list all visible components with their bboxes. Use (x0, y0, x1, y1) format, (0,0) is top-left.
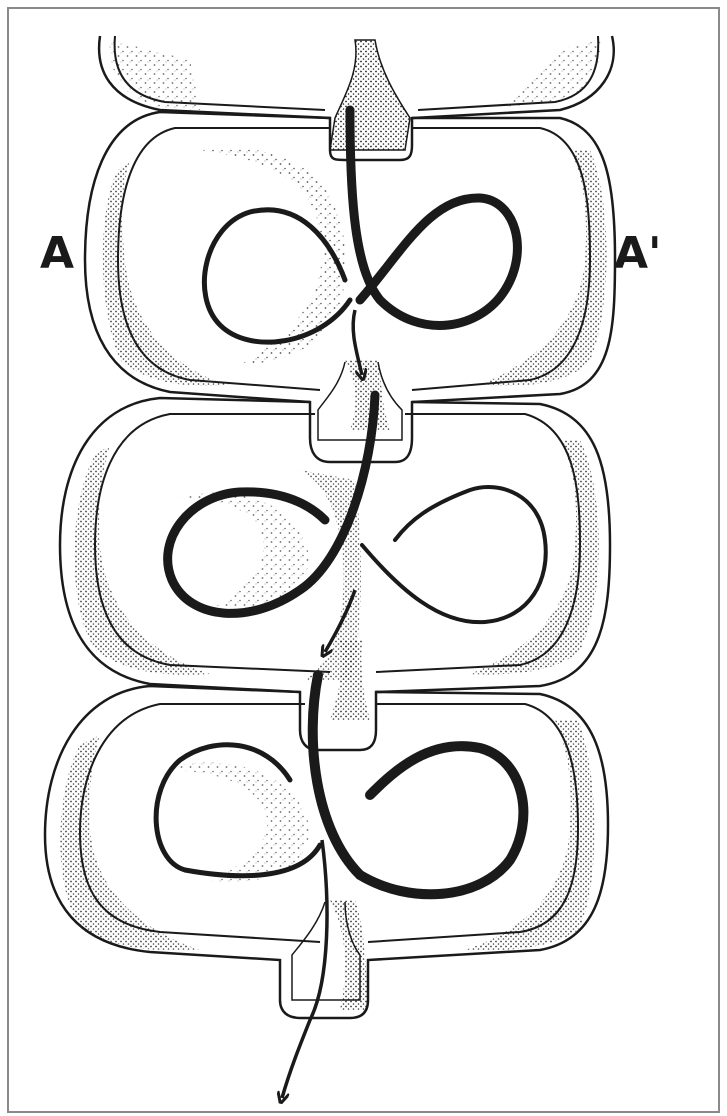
top-chamber (99, 36, 614, 160)
chamber-2 (60, 398, 610, 750)
label-a: A (40, 232, 74, 276)
chamber-3 (45, 686, 608, 1018)
loop-right-2 (362, 487, 546, 622)
label-a-prime: A' (614, 232, 662, 276)
exit-arrow (282, 840, 327, 1098)
